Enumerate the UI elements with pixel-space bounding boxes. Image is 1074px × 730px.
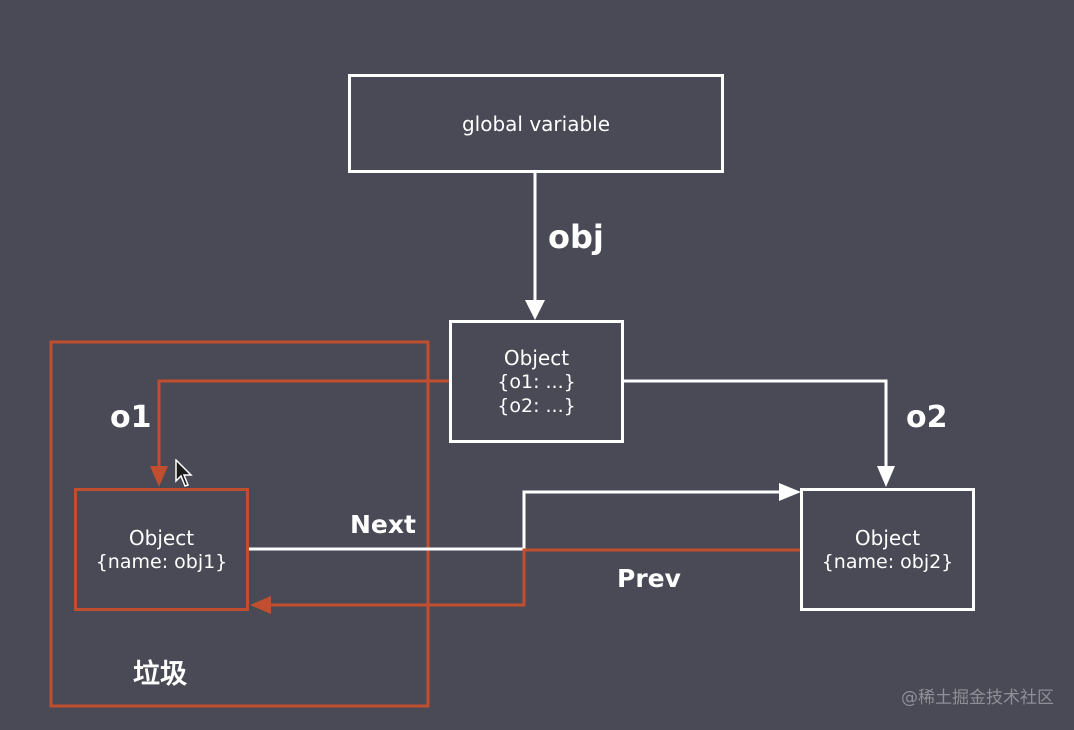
node-root-object-o1: {o1: ...} xyxy=(497,370,576,393)
edge-o1-arrowhead xyxy=(150,466,168,487)
garbage-group-label: 垃圾 xyxy=(133,659,187,690)
edge-next-label: Next xyxy=(350,510,416,539)
edge-next-line xyxy=(248,490,782,551)
node-root-object-o2: {o2: ...} xyxy=(497,394,576,417)
node-global-variable-label: global variable xyxy=(461,111,611,136)
edge-o1-label: o1 xyxy=(110,400,152,435)
edge-o2-label: o2 xyxy=(906,400,948,435)
edge-o2-arrowhead xyxy=(877,466,895,487)
node-obj1: Object {name: obj1} xyxy=(74,488,249,611)
edge-obj-arrowhead xyxy=(525,300,545,320)
mouse-pointer-icon xyxy=(175,459,193,487)
edge-o2-line xyxy=(622,379,888,470)
garbage-group-frame xyxy=(49,340,430,708)
watermark-text: @稀土掘金技术社区 xyxy=(901,688,1054,708)
node-obj2-title: Object xyxy=(854,525,921,550)
node-root-object: Object {o1: ...} {o2: ...} xyxy=(449,320,624,443)
node-global-variable: global variable xyxy=(348,74,724,173)
edge-prev-line xyxy=(268,548,801,607)
node-obj1-name: {name: obj1} xyxy=(95,550,228,573)
node-root-object-title: Object xyxy=(503,345,570,370)
node-obj2-name: {name: obj2} xyxy=(821,550,954,573)
node-obj2: Object {name: obj2} xyxy=(800,488,975,611)
edge-prev-arrowhead xyxy=(250,596,271,614)
edge-obj-label: obj xyxy=(548,218,604,256)
edge-prev-label: Prev xyxy=(617,564,681,593)
node-obj1-title: Object xyxy=(128,525,195,550)
edge-o1-line xyxy=(157,379,451,470)
edge-next-arrowhead xyxy=(779,483,801,501)
